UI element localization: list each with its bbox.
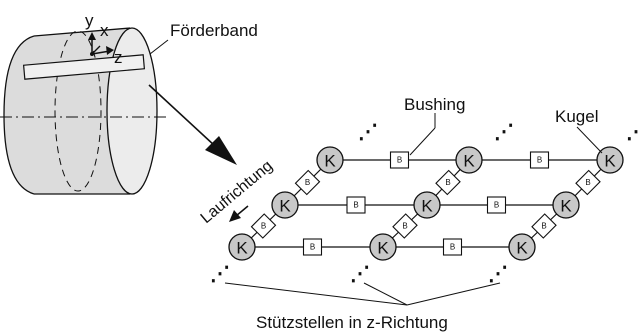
bushing-diagonal: B: [531, 213, 557, 239]
bushing-diagonal: B: [294, 169, 321, 196]
svg-text:B: B: [402, 222, 407, 231]
ball-node-label: K: [236, 239, 248, 258]
svg-text:B: B: [261, 222, 266, 231]
bushing-horizontal: B: [486, 196, 507, 214]
belt-callout: Förderband: [149, 21, 258, 55]
ball-node: [596, 146, 624, 174]
ball-node: [271, 191, 299, 219]
ball-node: [316, 146, 344, 174]
zoom-arrow: [148, 84, 237, 165]
bushing-diagonal: B: [575, 169, 601, 196]
svg-text:B: B: [450, 243, 455, 252]
svg-text:B: B: [494, 201, 499, 210]
ball-label: Kugel: [555, 107, 598, 126]
coordinate-axes: y x z: [85, 11, 123, 67]
ball-node: [455, 146, 483, 174]
support-grid: B B B B B B B B B B B B K K K K K K K K K: [228, 146, 624, 261]
support-label: Stützstellen in z-Richtung: [256, 313, 448, 332]
support-callout: Stützstellen in z-Richtung: [224, 282, 501, 332]
bushing-horizontal: B: [302, 238, 323, 256]
belt-label: Förderband: [170, 21, 258, 40]
ball-node-label: K: [279, 197, 291, 216]
ball-node: [413, 191, 441, 219]
svg-text:B: B: [445, 178, 450, 187]
ellipsis-top-2: ⋰: [494, 121, 514, 143]
svg-text:B: B: [541, 222, 546, 231]
ellipsis-bottom-1: ⋰: [210, 263, 230, 285]
bushing-horizontal: B: [442, 238, 463, 256]
axis-z-label: z: [114, 48, 123, 67]
svg-text:B: B: [397, 156, 402, 165]
ellipsis-top-3: ⋰: [626, 121, 640, 143]
ball-node-label: K: [324, 152, 336, 171]
bushing-diagonal: B: [435, 169, 461, 196]
continuation-dots: ⋰ ⋰ ⋰ ⋰ ⋰ ⋰: [210, 121, 640, 285]
svg-text:B: B: [310, 243, 315, 252]
axis-x-label: x: [100, 21, 109, 40]
ball-callout: Kugel: [555, 107, 603, 154]
ball-node-label: K: [560, 197, 572, 216]
ball-node: [228, 233, 256, 261]
bushing-horizontal: B: [529, 151, 550, 169]
bushing-horizontal: B: [389, 151, 410, 169]
ellipsis-top-1: ⋰: [358, 121, 378, 143]
ball-node-label: K: [516, 239, 528, 258]
ball-node-label: K: [463, 152, 475, 171]
svg-text:B: B: [537, 156, 542, 165]
bushing-callout: Bushing: [404, 95, 465, 156]
ball-node-label: K: [377, 239, 389, 258]
ellipsis-bottom-2: ⋰: [350, 263, 370, 285]
conveyor-cylinder: [0, 27, 168, 195]
bushing-diagonal: B: [392, 213, 418, 239]
ellipsis-bottom-3: ⋰: [488, 263, 508, 285]
svg-text:B: B: [353, 201, 358, 210]
ball-node: [552, 191, 580, 219]
bushing-diagonal: B: [250, 213, 277, 239]
svg-text:B: B: [305, 178, 310, 187]
ball-node: [508, 233, 536, 261]
bushing-horizontal: B: [346, 196, 366, 214]
ball-node: [369, 233, 397, 261]
bushing-label: Bushing: [404, 95, 465, 114]
ball-node-label: K: [421, 197, 433, 216]
svg-text:B: B: [585, 178, 590, 187]
ball-node-label: K: [604, 152, 616, 171]
axis-y-label: y: [85, 11, 94, 30]
